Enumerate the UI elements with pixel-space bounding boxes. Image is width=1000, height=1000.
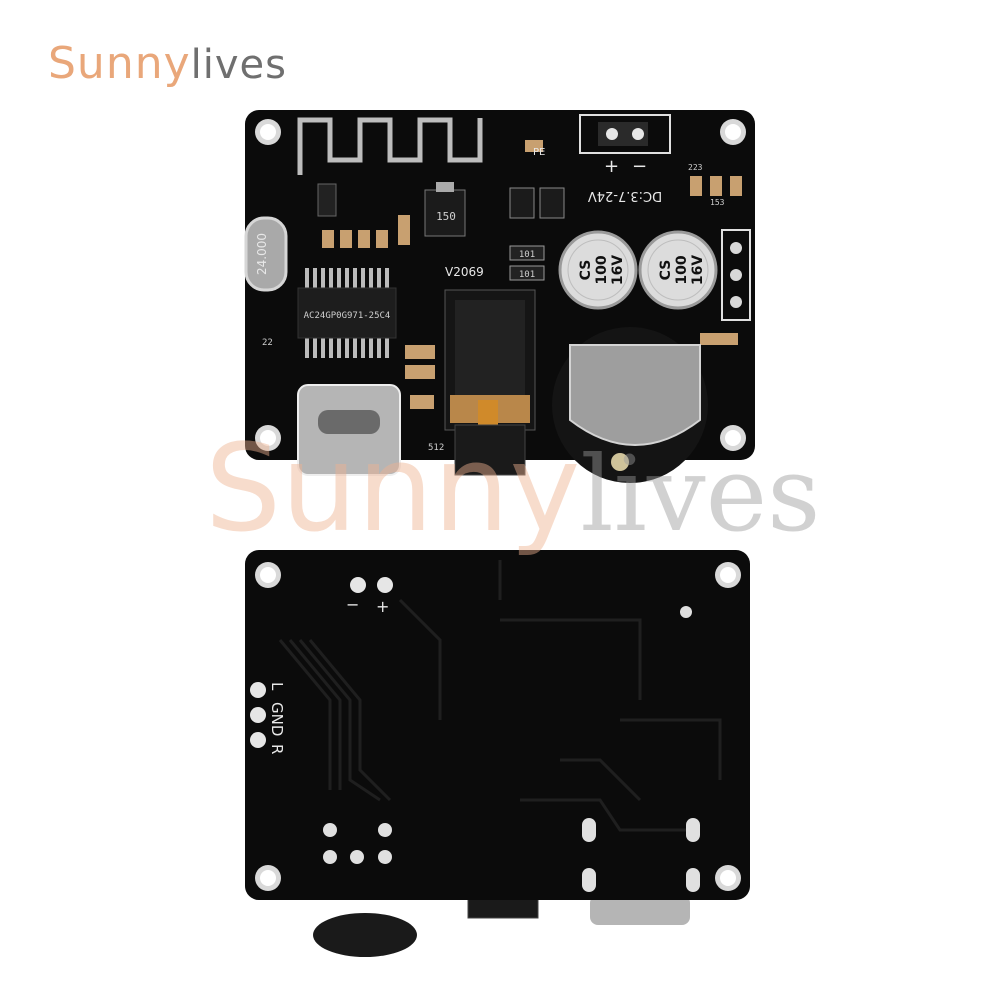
resistor-22-label: 22 bbox=[262, 338, 273, 348]
resistor-512-label: 512 bbox=[428, 443, 444, 453]
power-input-label: DC:3.7-24V bbox=[588, 188, 662, 203]
mounting-hole bbox=[255, 562, 741, 891]
svg-text:100: 100 bbox=[674, 255, 690, 284]
brand-name-lives: lives bbox=[190, 42, 287, 88]
bottom-pcb: − + L GND R bbox=[245, 550, 750, 957]
resistor-101: 101 101 bbox=[509, 245, 545, 281]
brand-name-sunny: Sunny bbox=[48, 38, 191, 89]
watermark-sunny: Sunny bbox=[205, 420, 581, 559]
pe-label: PE bbox=[533, 147, 545, 158]
pcb-traces bbox=[278, 560, 722, 832]
watermark: Sunnylives bbox=[205, 420, 821, 559]
chip-label: AC24GP0G971-25C4 bbox=[304, 311, 391, 321]
svg-text:16V: 16V bbox=[610, 255, 626, 285]
brand-logo: Sunnylives bbox=[48, 38, 287, 89]
svg-text:CS: CS bbox=[658, 260, 674, 281]
svg-text:100: 100 bbox=[594, 255, 610, 284]
usb-c-port bbox=[297, 384, 401, 476]
voltage-regulator: 150 bbox=[424, 182, 466, 237]
power-minus: − bbox=[632, 156, 647, 177]
svg-text:101: 101 bbox=[519, 250, 535, 260]
svg-text:CS: CS bbox=[578, 260, 594, 281]
pin-l-label: L bbox=[268, 682, 286, 691]
knob-edge bbox=[313, 913, 417, 957]
transistor bbox=[509, 187, 565, 219]
resistor-223-label: 223 bbox=[688, 163, 703, 172]
volume-potentiometer bbox=[552, 327, 708, 483]
pin-header bbox=[721, 229, 751, 321]
pin-gnd-label: GND bbox=[268, 702, 286, 736]
bottom-plus: + bbox=[376, 597, 389, 616]
smd-components bbox=[317, 140, 742, 409]
power-connector: + − bbox=[579, 114, 671, 177]
pin-r-label: R bbox=[268, 744, 286, 754]
svg-text:16V: 16V bbox=[690, 255, 706, 285]
crystal-label: 24.000 bbox=[255, 233, 269, 275]
solder-pads bbox=[323, 606, 700, 892]
top-pcb: 24.000 AC24GP0G971-25C4 150 bbox=[244, 110, 755, 483]
capacitor-right: CS 100 16V bbox=[638, 230, 718, 310]
svg-text:101: 101 bbox=[519, 270, 535, 280]
regulator-label: 150 bbox=[436, 210, 456, 223]
resistor-153-label: 153 bbox=[710, 198, 725, 207]
bluetooth-chip: AC24GP0G971-25C4 bbox=[297, 268, 397, 358]
antenna-trace bbox=[297, 117, 483, 175]
audio-jack bbox=[444, 289, 536, 476]
capacitor-left: CS 100 16V bbox=[558, 230, 638, 310]
usb-edge bbox=[590, 895, 690, 925]
mounting-hole bbox=[255, 119, 746, 451]
watermark-lives: lives bbox=[580, 433, 821, 555]
power-plus: + bbox=[604, 156, 619, 177]
crystal-oscillator: 24.000 bbox=[244, 216, 288, 292]
bottom-minus: − bbox=[346, 595, 359, 614]
version-label: V2069 bbox=[445, 265, 484, 279]
